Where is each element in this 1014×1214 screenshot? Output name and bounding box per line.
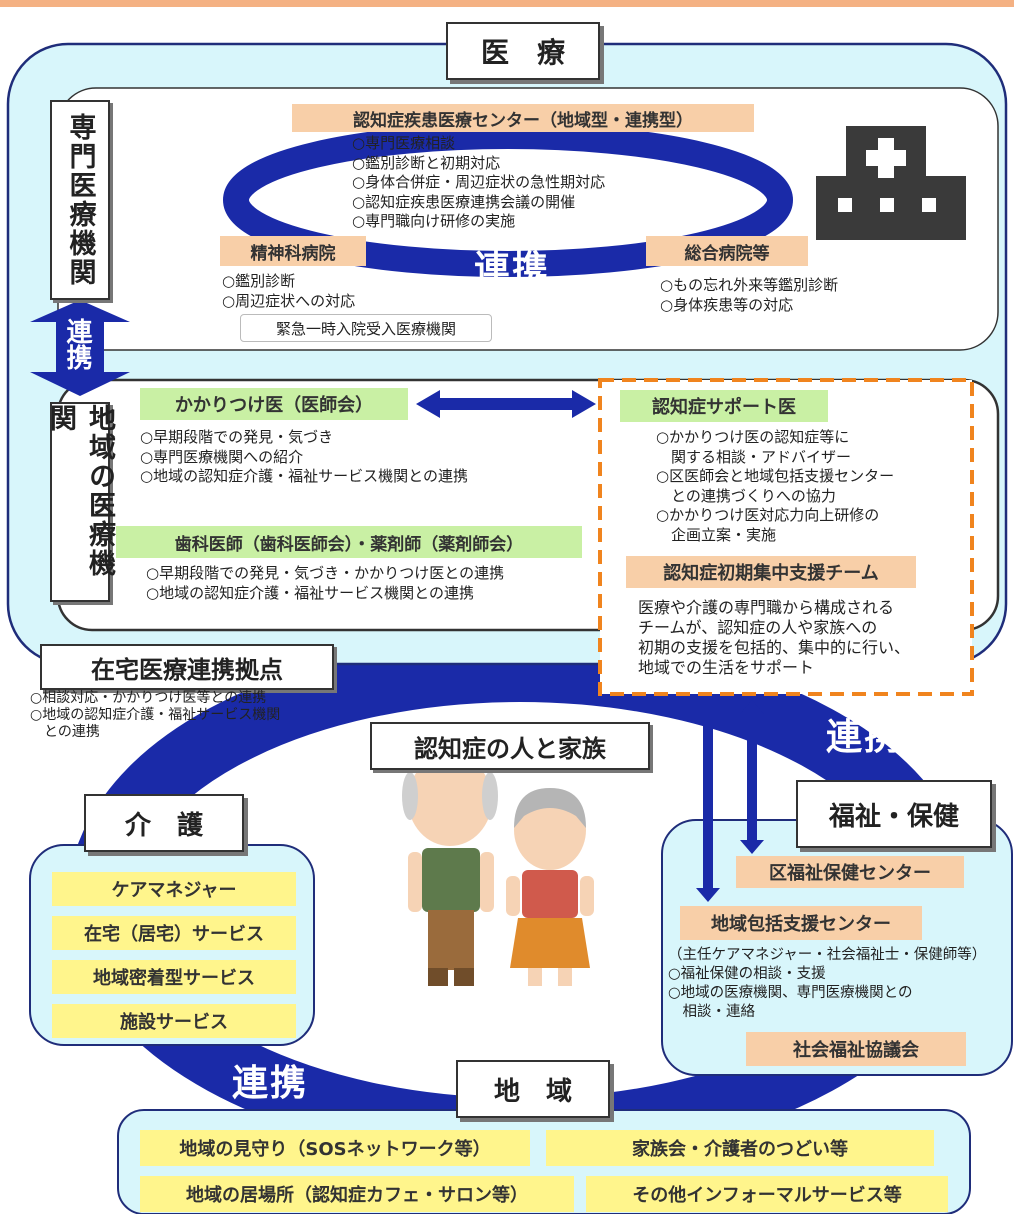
emergency-label: 緊急一時入院受入医療機関 bbox=[240, 314, 492, 342]
houkatsu-items: （主任ケアマネジャー・社会福祉士・保健師等） ○福祉保健の相談・支援 ○地域の医… bbox=[668, 946, 986, 1022]
kaigo-item-chiiki: 地域密着型サービス bbox=[52, 960, 296, 994]
kakaritsuke-item: ○専門医療機関への紹介 bbox=[140, 447, 304, 466]
iryo-title: 医 療 bbox=[446, 22, 600, 80]
chiiki-title: 地 域 bbox=[456, 1060, 610, 1118]
senmon-title: 専門医療機関 bbox=[50, 100, 110, 300]
center-title: 認知症疾患医療センター（地域型・連携型） bbox=[292, 104, 754, 132]
sogo-item: ○もの忘れ外来等鑑別診断 bbox=[660, 276, 839, 294]
houkatsu-item: （主任ケアマネジャー・社会福祉士・保健師等） bbox=[668, 947, 987, 963]
center-items: ○専門医療相談 ○鑑別診断と初期対応 ○身体合併症・周辺症状の急性期対応 ○認知… bbox=[352, 134, 605, 232]
chiiki-item-ibasho: 地域の居場所（認知症カフェ・サロン等） bbox=[140, 1176, 574, 1212]
top-stripe bbox=[0, 0, 1014, 7]
horizontal-arrow bbox=[416, 390, 596, 418]
team-text-line: 医療や介護の専門職から構成される bbox=[638, 598, 895, 617]
kaigo-item-zaitaku: 在宅（居宅）サービス bbox=[52, 916, 296, 950]
kaigo-item-shisetsu: 施設サービス bbox=[52, 1004, 296, 1038]
zaitaku-items: ○相談対応・かかりつけ医等との連携 ○地域の認知症介護・福祉サービス機関 との連… bbox=[30, 690, 280, 741]
seishin-item: ○鑑別診断 bbox=[222, 272, 296, 290]
zaitaku-item: ○地域の認知症介護・福祉サービス機関 bbox=[30, 707, 281, 723]
support-items: ○かかりつけ医の認知症等に 関する相談・アドバイザー ○区医師会と地域包括支援セ… bbox=[656, 428, 894, 545]
fukushi-arrow-2 bbox=[740, 700, 764, 854]
hospital-icon bbox=[816, 126, 966, 240]
support-item: 企画立案・実施 bbox=[656, 525, 777, 544]
chiiki-item-mimamori: 地域の見守り（SOSネットワーク等） bbox=[140, 1130, 530, 1166]
houkatsu-item: 相談・連絡 bbox=[668, 1004, 755, 1020]
zaitaku-title: 在宅医療連携拠点 bbox=[40, 644, 334, 690]
center-item: ○専門職向け研修の実施 bbox=[352, 212, 516, 230]
team-text-line: 初期の支援を包括的、集中的に行い、 bbox=[638, 638, 911, 657]
vertical-renkei-label: 連携 bbox=[62, 318, 92, 370]
fukushi-title: 福祉・保健 bbox=[796, 780, 992, 848]
vertical-renkei-arrow bbox=[30, 300, 130, 396]
zaitaku-item: との連携 bbox=[30, 724, 100, 740]
kaigo-title: 介 護 bbox=[84, 794, 244, 852]
support-item: との連携づくりへの協力 bbox=[656, 486, 836, 505]
team-text-line: 地域での生活をサポート bbox=[638, 658, 815, 677]
chiiki-item-informal: その他インフォーマルサービス等 bbox=[586, 1176, 948, 1212]
chiiki-item-kazokukai: 家族会・介護者のつどい等 bbox=[546, 1130, 934, 1166]
chiiki-iryo-title: 地域の医療機関 bbox=[45, 402, 115, 602]
kakaritsuke-item: ○早期段階での発見・気づき bbox=[140, 428, 334, 446]
shika-item: ○地域の認知症介護・福祉サービス機関との連携 bbox=[146, 583, 474, 602]
center-person-title: 認知症の人と家族 bbox=[370, 722, 650, 770]
center-item: ○身体合併症・周辺症状の急性期対応 bbox=[352, 173, 606, 191]
center-item: ○専門医療相談 bbox=[352, 134, 456, 152]
shika-title: 歯科医師（歯科医師会）・薬剤師（薬剤師会） bbox=[116, 526, 582, 558]
team-text: 医療や介護の専門職から構成される チームが、認知症の人や家族への 初期の支援を包… bbox=[638, 598, 910, 678]
support-item: ○区医師会と地域包括支援センター bbox=[656, 467, 895, 485]
support-item: ○かかりつけ医の認知症等に bbox=[656, 428, 850, 446]
shakyo-label: 社会福祉協議会 bbox=[746, 1032, 966, 1066]
houkatsu-item: ○地域の医療機関、専門医療機関との bbox=[668, 985, 913, 1001]
ku-center-label: 区福祉保健センター bbox=[736, 856, 964, 888]
support-item: ○かかりつけ医対応力向上研修の bbox=[656, 506, 880, 524]
kakaritsuke-items: ○早期段階での発見・気づき ○専門医療機関への紹介 ○地域の認知症介護・福祉サー… bbox=[140, 428, 468, 487]
elderly-couple-icon bbox=[402, 754, 594, 986]
support-dashed-box bbox=[598, 378, 974, 696]
kakaritsuke-title: かかりつけ医（医師会） bbox=[140, 388, 408, 420]
sogo-item: ○身体疾患等の対応 bbox=[660, 295, 794, 314]
main-renkei-label: 連携 bbox=[474, 249, 551, 290]
seishin-items: ○鑑別診断 ○周辺症状への対応 bbox=[222, 272, 355, 311]
seishin-title: 精神科病院 bbox=[220, 236, 366, 266]
support-item: 関する相談・アドバイザー bbox=[656, 447, 852, 466]
houkatsu-item: ○福祉保健の相談・支援 bbox=[668, 966, 826, 982]
fukushi-arrow-1 bbox=[696, 700, 720, 902]
kaigo-item-caremanager: ケアマネジャー bbox=[52, 872, 296, 906]
shika-items: ○早期段階での発見・気づき・かかりつけ医との連携 ○地域の認知症介護・福祉サービ… bbox=[146, 564, 504, 603]
team-text-line: チームが、認知症の人や家族への bbox=[638, 618, 878, 637]
sogo-title: 総合病院等 bbox=[646, 236, 808, 266]
sogo-items: ○もの忘れ外来等鑑別診断 ○身体疾患等の対応 bbox=[660, 276, 838, 315]
right-renkei-label: 連携 bbox=[826, 717, 903, 758]
center-item: ○鑑別診断と初期対応 bbox=[352, 153, 501, 172]
zaitaku-item: ○相談対応・かかりつけ医等との連携 bbox=[30, 690, 267, 706]
team-title: 認知症初期集中支援チーム bbox=[626, 556, 916, 588]
support-doctor-title: 認知症サポート医 bbox=[620, 390, 828, 422]
houkatsu-label: 地域包括支援センター bbox=[680, 906, 922, 940]
senmon-ring bbox=[223, 123, 793, 277]
bottom-renkei-label: 連携 bbox=[232, 1063, 309, 1104]
seishin-item: ○周辺症状への対応 bbox=[222, 291, 356, 310]
center-item: ○認知症疾患医療連携会議の開催 bbox=[352, 192, 576, 211]
kakaritsuke-item: ○地域の認知症介護・福祉サービス機関との連携 bbox=[140, 467, 468, 485]
shika-item: ○早期段階での発見・気づき・かかりつけ医との連携 bbox=[146, 564, 505, 582]
